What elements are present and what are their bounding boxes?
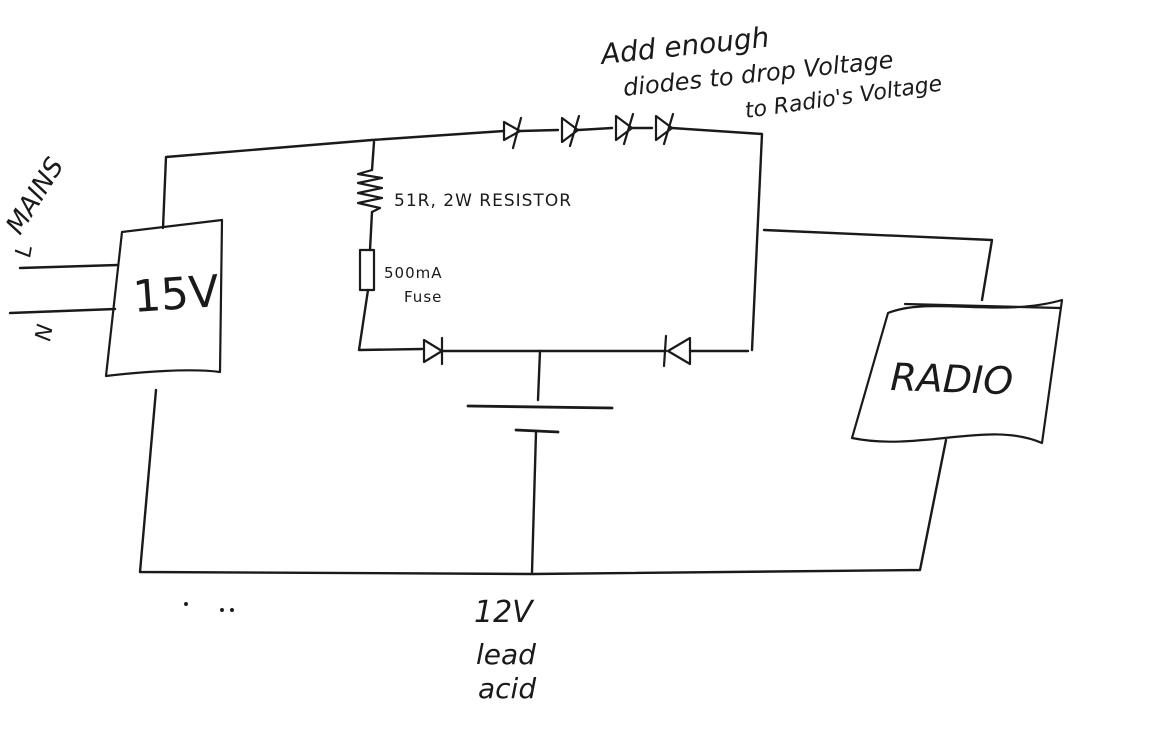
series-diode-1 bbox=[502, 116, 523, 150]
radio-feed-wire bbox=[762, 228, 994, 302]
series-diode-4 bbox=[654, 112, 675, 146]
resistor-symbol bbox=[356, 168, 384, 214]
diode-chain-wire bbox=[518, 126, 764, 352]
fuse-label: Fuse bbox=[404, 288, 442, 306]
resistor-label: 51R, 2W RESISTOR bbox=[394, 191, 572, 211]
battery-voltage-label: 12V bbox=[474, 595, 535, 630]
supply-voltage-label: 15V bbox=[131, 266, 220, 323]
live-label: L bbox=[11, 243, 38, 259]
stray-mark bbox=[184, 602, 188, 606]
battery-type-line-2: acid bbox=[478, 672, 536, 705]
stray-mark bbox=[230, 608, 234, 612]
battery-negative-plate bbox=[514, 428, 560, 434]
charge-diode-right bbox=[662, 334, 692, 368]
fuse-rating-label: 500mA bbox=[384, 264, 443, 282]
battery-positive-plate bbox=[466, 404, 614, 410]
stray-mark bbox=[220, 608, 224, 612]
radio-label: RADIO bbox=[890, 355, 1014, 403]
radio-box bbox=[850, 298, 1064, 445]
ground-return-wire bbox=[138, 388, 948, 576]
mains-label: MAINS bbox=[0, 153, 70, 240]
neutral-label: N bbox=[31, 322, 58, 343]
mains-live-wire bbox=[18, 263, 120, 270]
resistor-branch-wire bbox=[357, 140, 424, 352]
series-diode-3 bbox=[614, 112, 635, 146]
radio-box-top-edge bbox=[903, 302, 1062, 310]
battery-type-line-1: lead bbox=[476, 638, 536, 671]
power-supply-box bbox=[104, 218, 224, 378]
mains-neutral-wire bbox=[8, 307, 117, 315]
series-diode-2 bbox=[560, 114, 581, 148]
fuse-symbol bbox=[358, 248, 376, 292]
battery-bottom-lead bbox=[530, 430, 538, 574]
battery-top-lead bbox=[536, 349, 542, 402]
supply-positive-wire bbox=[161, 129, 506, 230]
charge-diode-left bbox=[422, 336, 444, 366]
